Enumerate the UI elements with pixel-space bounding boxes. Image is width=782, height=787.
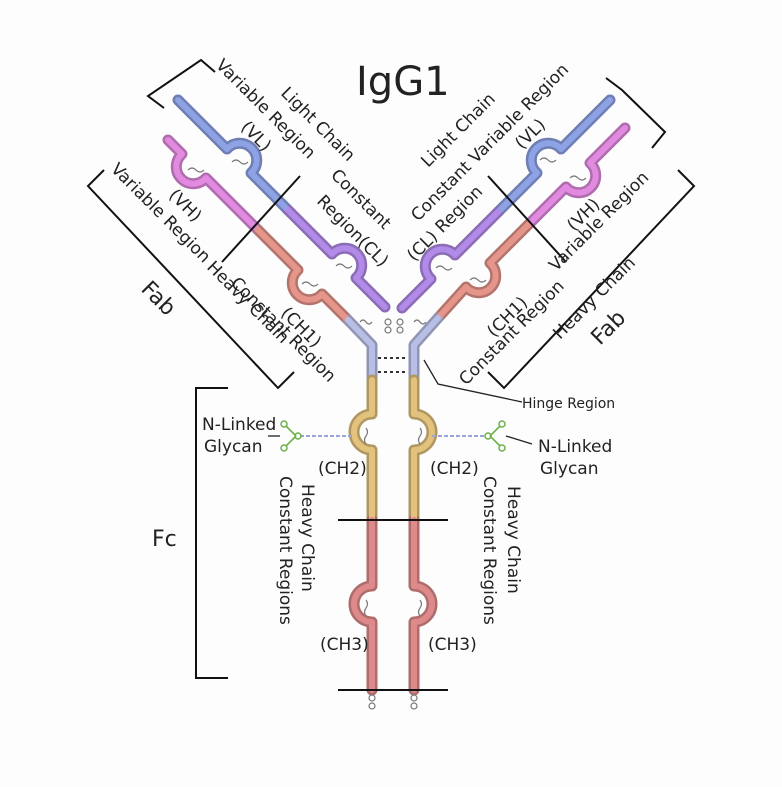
right-heavy-variable-inner: [525, 125, 628, 228]
fc-left-constant-regions: Constant Regions: [275, 476, 295, 625]
fc-right-heavy-chain: Heavy Chain: [503, 486, 523, 594]
ss-squiggle: [417, 427, 423, 445]
left-heavy-variable-inner: [165, 137, 261, 233]
title: IgG1: [356, 59, 450, 105]
ss-ring: [396, 326, 404, 334]
fc-right-constant-regions: Constant Regions: [479, 476, 499, 625]
glycan-right-label-line1: N-Linked: [538, 437, 612, 457]
ss-squiggle: [417, 599, 423, 617]
left-ch2-label: (CH2): [318, 459, 367, 479]
glycan-right: [432, 420, 506, 452]
glycan-right-leader: [505, 435, 533, 445]
right-ch2-inner: [411, 377, 435, 523]
ss-squiggle: [359, 319, 373, 325]
left-light-chain: [172, 94, 391, 313]
hinge-leader: [423, 359, 523, 403]
ss-squiggle: [335, 263, 353, 269]
left-fab-label: Fab: [136, 277, 181, 322]
right-light-constant-inner: [399, 209, 501, 311]
right-light-variable-inner: [495, 97, 613, 215]
hinge-region-label: Hinge Region: [522, 396, 615, 412]
disulfide-bonds: [187, 157, 587, 710]
right-outer-bracket: [605, 77, 667, 149]
ss-ring: [384, 326, 392, 334]
glycan-right-label-line2: Glycan: [540, 459, 599, 479]
left-fab-bracket: [86, 169, 295, 390]
right-ch2-label: (CH2): [430, 459, 479, 479]
brackets: [86, 58, 696, 691]
left-light-variable-inner: [175, 97, 291, 213]
ss-squiggle: [301, 281, 319, 287]
right-ch3-inner: [411, 517, 435, 693]
left-ch3-inner: [351, 517, 375, 693]
ss-squiggle: [469, 277, 487, 283]
left-heavy-ch1-inner: [255, 227, 351, 323]
ss-ring: [410, 694, 418, 702]
ss-squiggle: [363, 599, 369, 617]
ss-squiggle: [539, 157, 557, 163]
ss-ring: [410, 702, 418, 710]
glycan-node: [498, 420, 506, 428]
left-ch2-inner: [351, 377, 375, 523]
ss-squiggle: [231, 159, 249, 165]
right-hinge-inner: [411, 315, 441, 383]
right-heavy-chain: [408, 122, 631, 386]
ss-ring: [368, 702, 376, 710]
ss-squiggle: [413, 319, 427, 325]
fc-bracket: [195, 387, 228, 679]
ss-squiggle: [435, 265, 453, 271]
glycan-node: [498, 444, 506, 452]
fc-label: Fc: [152, 527, 177, 552]
glycan-left-label-line2: Glycan: [204, 437, 263, 457]
right-ch3-label: (CH3): [428, 635, 477, 655]
left-light-constant-inner: [285, 207, 388, 310]
glycan-node: [484, 432, 492, 440]
left-heavy-chain: [162, 134, 378, 386]
right-light-divider: [487, 175, 567, 263]
glycan-node: [280, 420, 288, 428]
ss-squiggle: [569, 175, 587, 181]
glycan-node: [294, 432, 302, 440]
right-light-chain: [396, 94, 616, 314]
glycan-left: [280, 420, 354, 452]
fc-left-heavy-chain: Heavy Chain: [297, 484, 317, 592]
fc-chains: [348, 374, 438, 696]
glycan-node: [280, 444, 288, 452]
ss-squiggle: [187, 167, 205, 173]
glycan-left-label-line1: N-Linked: [202, 415, 276, 435]
left-light-divider: [221, 175, 301, 263]
ss-ring: [368, 694, 376, 702]
right-fab-bracket: [487, 169, 696, 390]
left-hinge-inner: [345, 317, 375, 383]
ss-squiggle: [363, 427, 369, 445]
left-ch3-label: (CH3): [320, 635, 369, 655]
left-outer-bracket: [146, 58, 216, 109]
ss-ring: [396, 318, 404, 326]
right-heavy-ch1-inner: [435, 222, 531, 321]
ss-ring: [384, 318, 392, 326]
